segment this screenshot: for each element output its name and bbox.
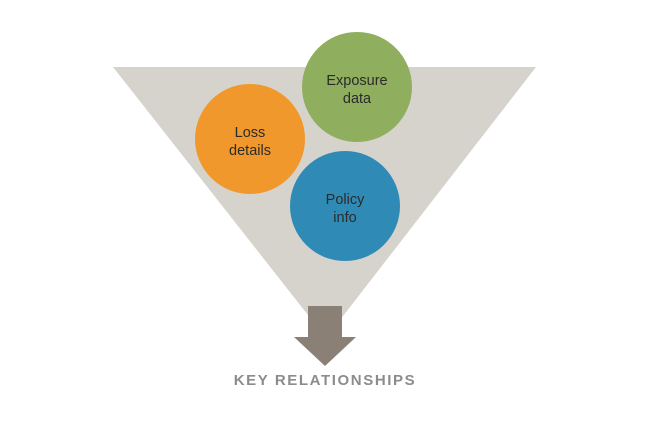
down-arrow-icon <box>294 306 356 366</box>
exposure-label-line1: Exposure <box>326 73 387 89</box>
loss-circle-shape <box>195 84 305 194</box>
loss-label-line1: Loss <box>235 125 266 141</box>
circle-loss-details: Loss details <box>195 84 305 194</box>
loss-label-line2: details <box>229 143 271 159</box>
diagram-caption: KEY RELATIONSHIPS <box>233 372 417 389</box>
exposure-label-line2: data <box>343 91 372 107</box>
policy-label-line2: info <box>333 210 356 226</box>
policy-label-line1: Policy <box>326 192 365 208</box>
circle-policy-info: Policy info <box>290 151 400 261</box>
exposure-circle-shape <box>302 32 412 142</box>
circle-exposure-data: Exposure data <box>302 32 412 142</box>
policy-circle-shape <box>290 151 400 261</box>
